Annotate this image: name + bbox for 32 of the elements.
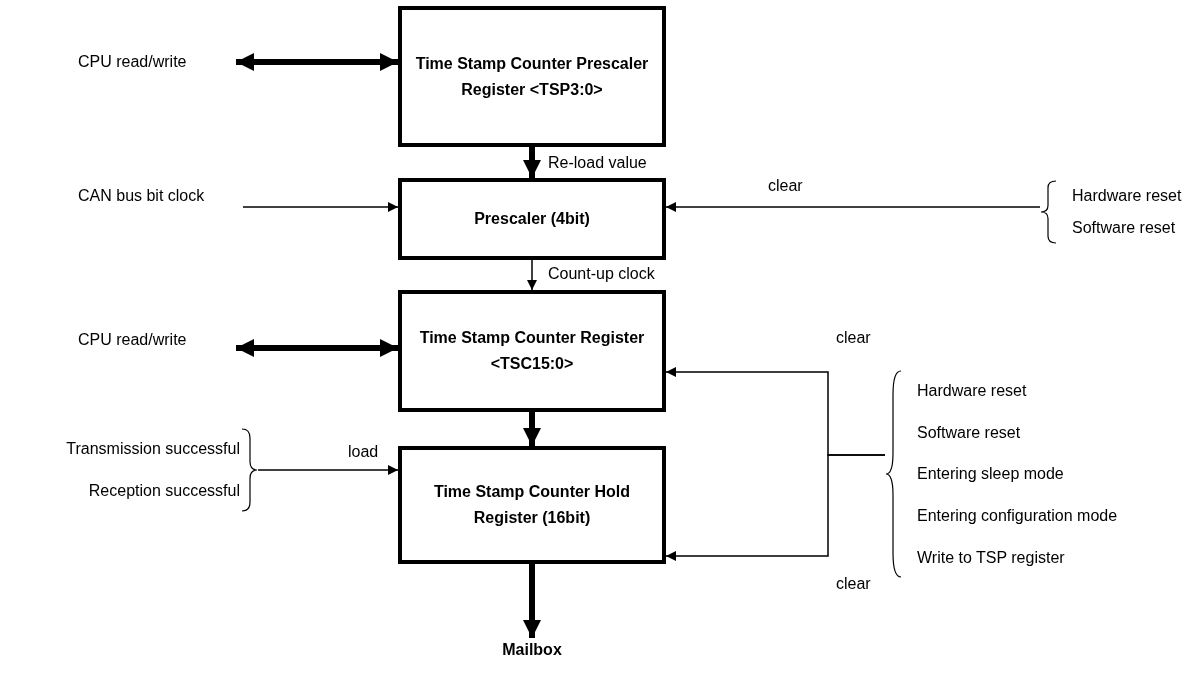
condition-text: Write to TSP register xyxy=(917,547,1065,567)
register-label: Time Stamp Counter Hold Register (16bit) xyxy=(432,482,632,528)
arrow xyxy=(527,259,537,291)
condition-text: Hardware reset xyxy=(917,381,1027,401)
condition-text: Reception successful xyxy=(88,481,240,501)
register-label: Time Stamp Counter Register <TSC15:0> xyxy=(418,328,646,374)
signal-label: CPU read/write xyxy=(78,52,187,72)
signal-label: Mailbox xyxy=(502,640,562,660)
arrow xyxy=(665,202,1041,212)
register-box xyxy=(398,178,666,260)
register-box xyxy=(398,446,666,564)
condition-text: Hardware reset xyxy=(1072,186,1182,206)
register-label: Time Stamp Counter Prescaler Register <TSP3:0> xyxy=(414,53,650,100)
register-box xyxy=(398,290,666,412)
arrow xyxy=(236,339,398,357)
arrow xyxy=(523,412,541,446)
arrow xyxy=(523,147,541,178)
arrow xyxy=(257,465,399,475)
condition-text: Software reset xyxy=(1072,218,1176,238)
signal-label: CAN bus bit clock xyxy=(78,186,205,206)
arrow xyxy=(665,454,886,561)
edge-label: Count-up clock xyxy=(548,264,655,284)
signal-label: CPU read/write xyxy=(78,330,187,350)
condition-text: Entering sleep mode xyxy=(917,464,1064,484)
register-label: Prescaler (4bit) xyxy=(474,209,590,230)
arrow xyxy=(242,202,399,212)
arrow xyxy=(236,53,398,71)
register-box xyxy=(398,6,666,147)
condition-text: Entering configuration mode xyxy=(917,506,1118,526)
condition-text: Software reset xyxy=(917,422,1021,442)
condition-text: Transmission successful xyxy=(66,439,240,459)
arrow xyxy=(523,564,541,638)
